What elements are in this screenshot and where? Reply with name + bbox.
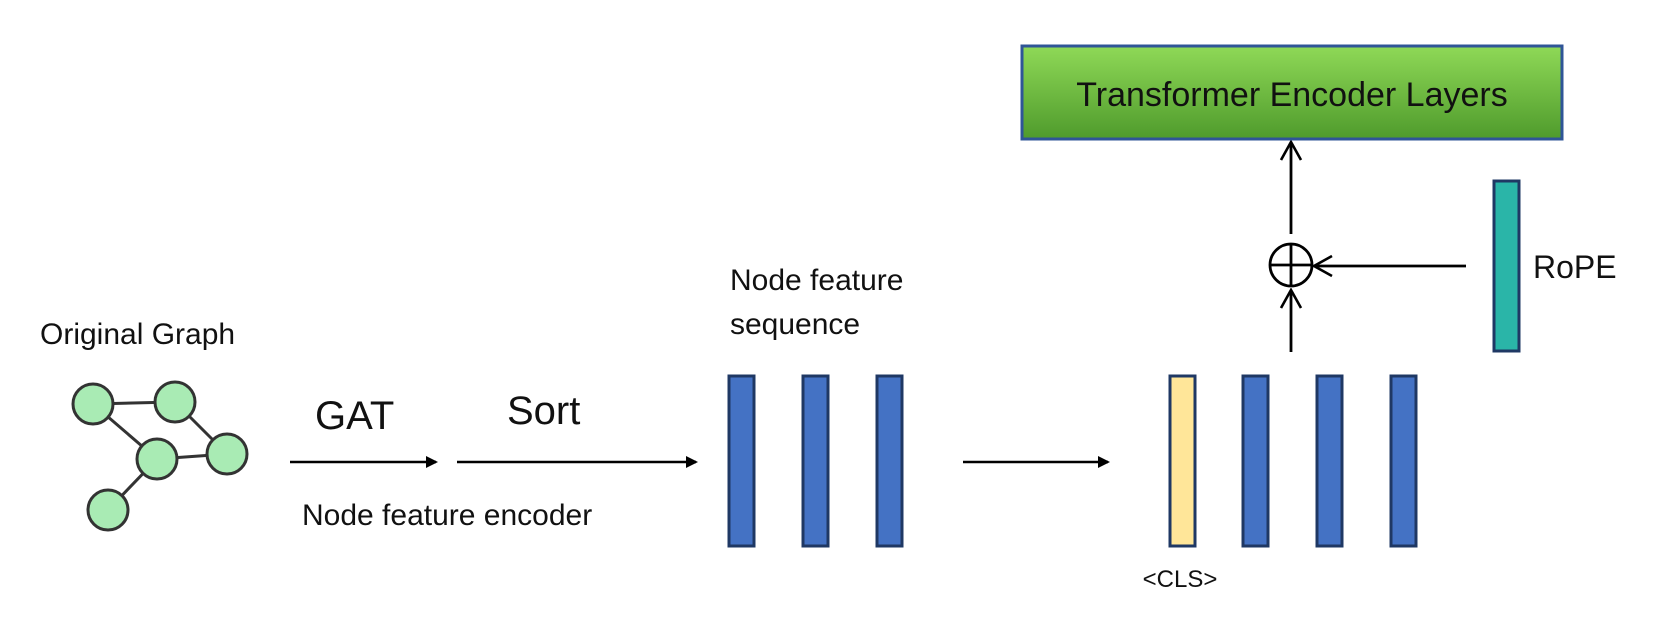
cls-label: <CLS> bbox=[1143, 566, 1218, 593]
node-feature-encoder-label: Node feature encoder bbox=[302, 499, 592, 532]
feature-token bbox=[1241, 374, 1270, 548]
node-feature-sequence bbox=[727, 374, 904, 548]
feature-token bbox=[727, 374, 756, 548]
node-feature-sequence-label-line1: Node feature bbox=[730, 264, 903, 297]
rope-bar bbox=[1492, 179, 1521, 353]
rope-label: RoPE bbox=[1533, 249, 1617, 285]
sort-label: Sort bbox=[507, 389, 580, 433]
original-graph-label: Original Graph bbox=[40, 318, 235, 351]
transformer-encoder-label: Transformer Encoder Layers bbox=[1076, 76, 1507, 114]
node-feature-sequence-label-line2: sequence bbox=[730, 308, 860, 341]
transformer-encoder-box bbox=[1020, 44, 1564, 141]
output-sequence bbox=[1168, 374, 1418, 548]
circled-plus-icon bbox=[1268, 242, 1314, 288]
original-graph-icon bbox=[71, 380, 249, 532]
cls-token bbox=[1168, 374, 1197, 548]
gat-label: GAT bbox=[315, 394, 394, 438]
feature-token bbox=[875, 374, 904, 548]
feature-token bbox=[1315, 374, 1344, 548]
feature-token bbox=[1389, 374, 1418, 548]
feature-token bbox=[801, 374, 830, 548]
